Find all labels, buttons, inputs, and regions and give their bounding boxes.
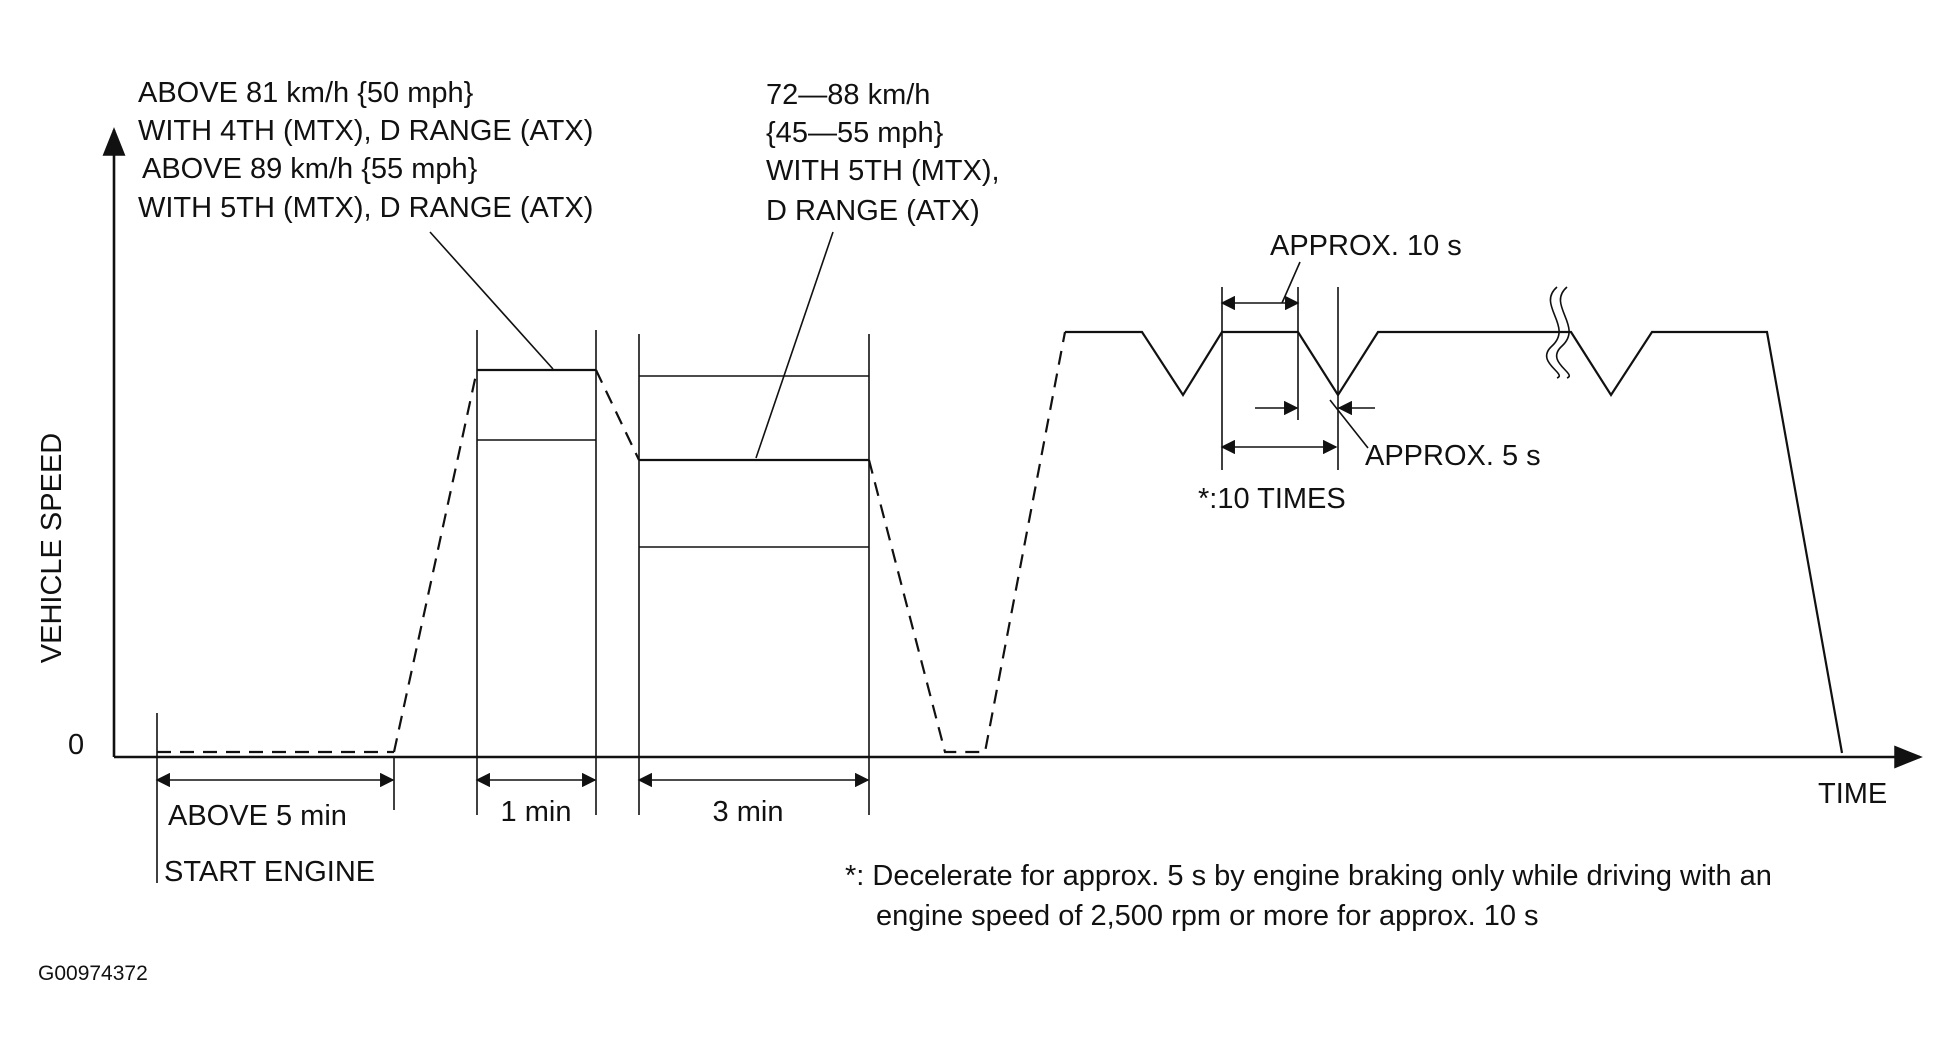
figure-id: G00974372: [38, 962, 148, 985]
footnote-line1: *: Decelerate for approx. 5 s by engine …: [845, 860, 1772, 892]
range72-line3: WITH 5TH (MTX),: [766, 155, 1000, 187]
above81-line1: ABOVE 81 km/h {50 mph}: [138, 77, 474, 109]
approx5-label: APPROX. 5 s: [1365, 440, 1541, 472]
y-zero-label: 0: [68, 729, 84, 761]
x-axis-label: TIME: [1818, 778, 1887, 810]
one-min-label: 1 min: [501, 796, 572, 828]
decel-trace-1: [595, 369, 640, 461]
three-min-label: 3 min: [713, 796, 784, 828]
accel-trace-1: [392, 369, 479, 753]
y-axis-label: VEHICLE SPEED: [36, 433, 68, 663]
approx10-label: APPROX. 10 s: [1270, 230, 1462, 262]
range72-leader: [755, 231, 834, 459]
footnote-line2: engine speed of 2,500 rpm or more for ap…: [876, 900, 1539, 932]
above-leader: [429, 231, 554, 370]
cyclic-trace: [1065, 330, 1844, 754]
above81-line2: WITH 4TH (MTX), D RANGE (ATX): [138, 115, 593, 147]
approx10-leader: [1281, 261, 1301, 304]
ten-times-label: *:10 TIMES: [1198, 483, 1346, 515]
range72-line4: D RANGE (ATX): [766, 195, 980, 227]
range72-line1: 72—88 km/h: [766, 79, 930, 111]
above5min-label: ABOVE 5 min: [168, 800, 347, 832]
break-symbol-2: [1555, 286, 1570, 379]
range72-line2: {45—55 mph}: [766, 117, 944, 149]
approx5-leader: [1329, 399, 1369, 449]
above89-line1: ABOVE 89 km/h {55 mph}: [142, 153, 478, 185]
start-engine-label: START ENGINE: [164, 856, 375, 888]
decel-idle-accel-trace: [867, 331, 1067, 754]
break-symbol: [1545, 286, 1560, 379]
above89-line2: WITH 5TH (MTX), D RANGE (ATX): [138, 192, 593, 224]
